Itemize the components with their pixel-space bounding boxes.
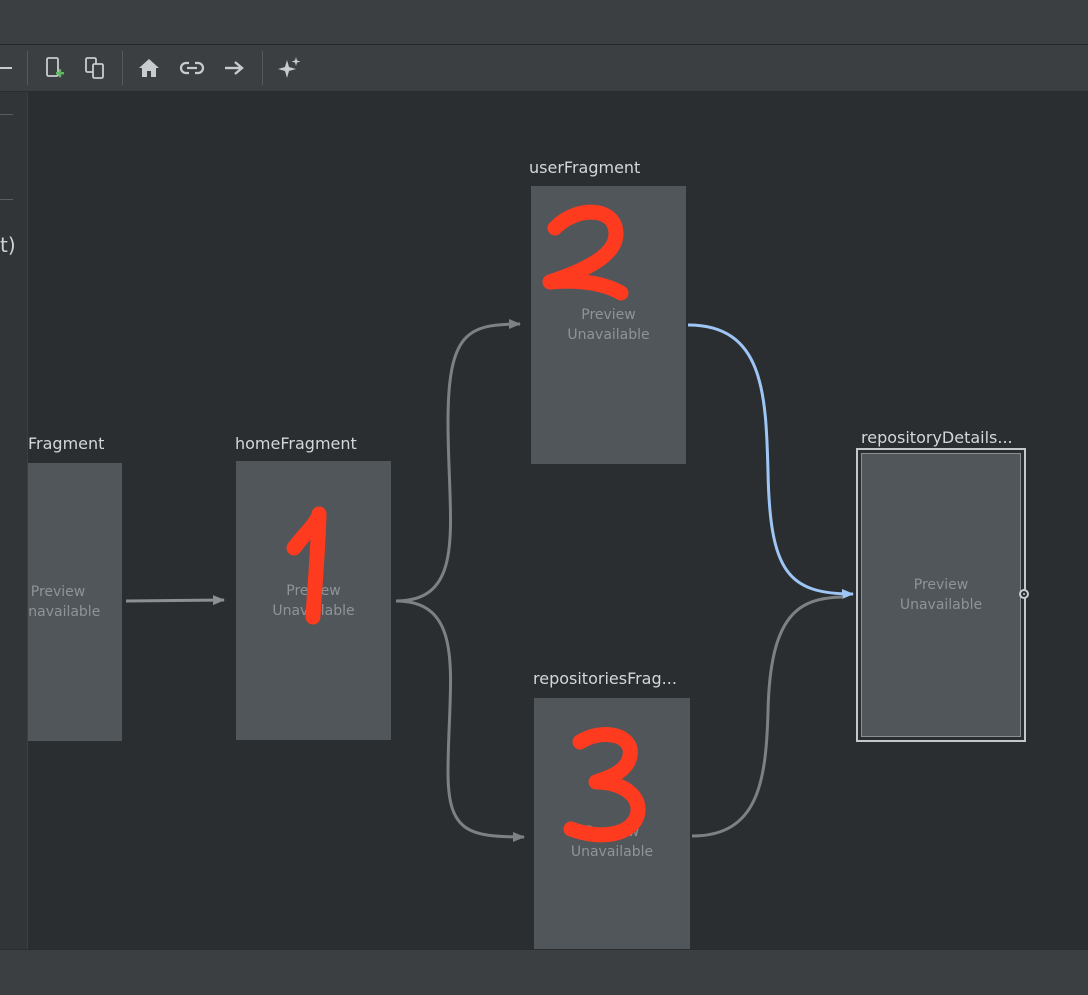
auto-arrange-button[interactable] (273, 52, 305, 84)
fragment-title-repository-details: repositoryDetails... (861, 428, 1013, 447)
preview-unavailable-text: Preview Unavailable (567, 307, 650, 343)
new-destination-button[interactable] (38, 52, 70, 84)
preview-unavailable-text: Preview Unavailable (570, 824, 654, 860)
action-home-to-user[interactable] (395, 319, 521, 603)
fragment-destination-user[interactable]: Preview Unavailable (531, 186, 686, 464)
home-button[interactable] (133, 52, 165, 84)
navigation-editor-toolbar (0, 45, 1088, 92)
action-drag-handle[interactable] (1019, 589, 1029, 599)
action-arrow-icon (225, 61, 244, 75)
fragment-title-user: userFragment (529, 158, 641, 177)
action-home-to-repositories[interactable] (395, 599, 525, 842)
fragment-title-home: homeFragment (235, 434, 357, 453)
fragment-title-left: Fragment (28, 434, 105, 453)
collapse-icon (0, 67, 12, 69)
preview-unavailable-text: Preview Unavailable (272, 582, 355, 619)
window-header (0, 0, 1088, 45)
fragment-destination-home[interactable]: Preview Unavailable (236, 461, 391, 740)
fragment-destination-repository-details-selected[interactable]: Preview Unavailable (856, 448, 1026, 742)
home-icon (139, 59, 159, 77)
nested-graph-icon (85, 57, 104, 79)
action-repositories-to-details[interactable] (691, 595, 844, 838)
status-bar (0, 949, 1088, 995)
toolbar-separator (27, 51, 28, 85)
navigation-graph-canvas[interactable]: Fragment Preview Unavailable homeFragmen… (28, 92, 1088, 949)
toolbar-separator (262, 51, 263, 85)
auto-arrange-icon (278, 57, 301, 78)
fragment-title-repositories: repositoriesFrag... (533, 669, 677, 688)
deep-link-icon (179, 61, 205, 75)
collapse-button[interactable] (0, 52, 22, 84)
action-connections (125, 319, 854, 842)
action-left-to-home[interactable] (125, 595, 225, 606)
new-destination-icon (46, 57, 64, 78)
preview-unavailable-text: Preview Unavailable (899, 577, 983, 613)
panel-divider (0, 114, 13, 115)
toolbar-separator (122, 51, 123, 85)
component-tree-panel: t) (0, 92, 28, 949)
preview-unavailable-text: Preview Unavailable (28, 584, 101, 620)
add-action-button[interactable] (218, 52, 250, 84)
deep-link-button[interactable] (176, 52, 208, 84)
fragment-destination-left[interactable]: Preview Unavailable (28, 463, 122, 741)
panel-truncated-text: t) (0, 233, 16, 257)
nested-graph-button[interactable] (79, 52, 111, 84)
fragment-destination-repositories[interactable]: Preview Unavailable (534, 698, 690, 949)
panel-divider (0, 199, 13, 200)
action-user-to-details-selected[interactable] (687, 323, 854, 599)
